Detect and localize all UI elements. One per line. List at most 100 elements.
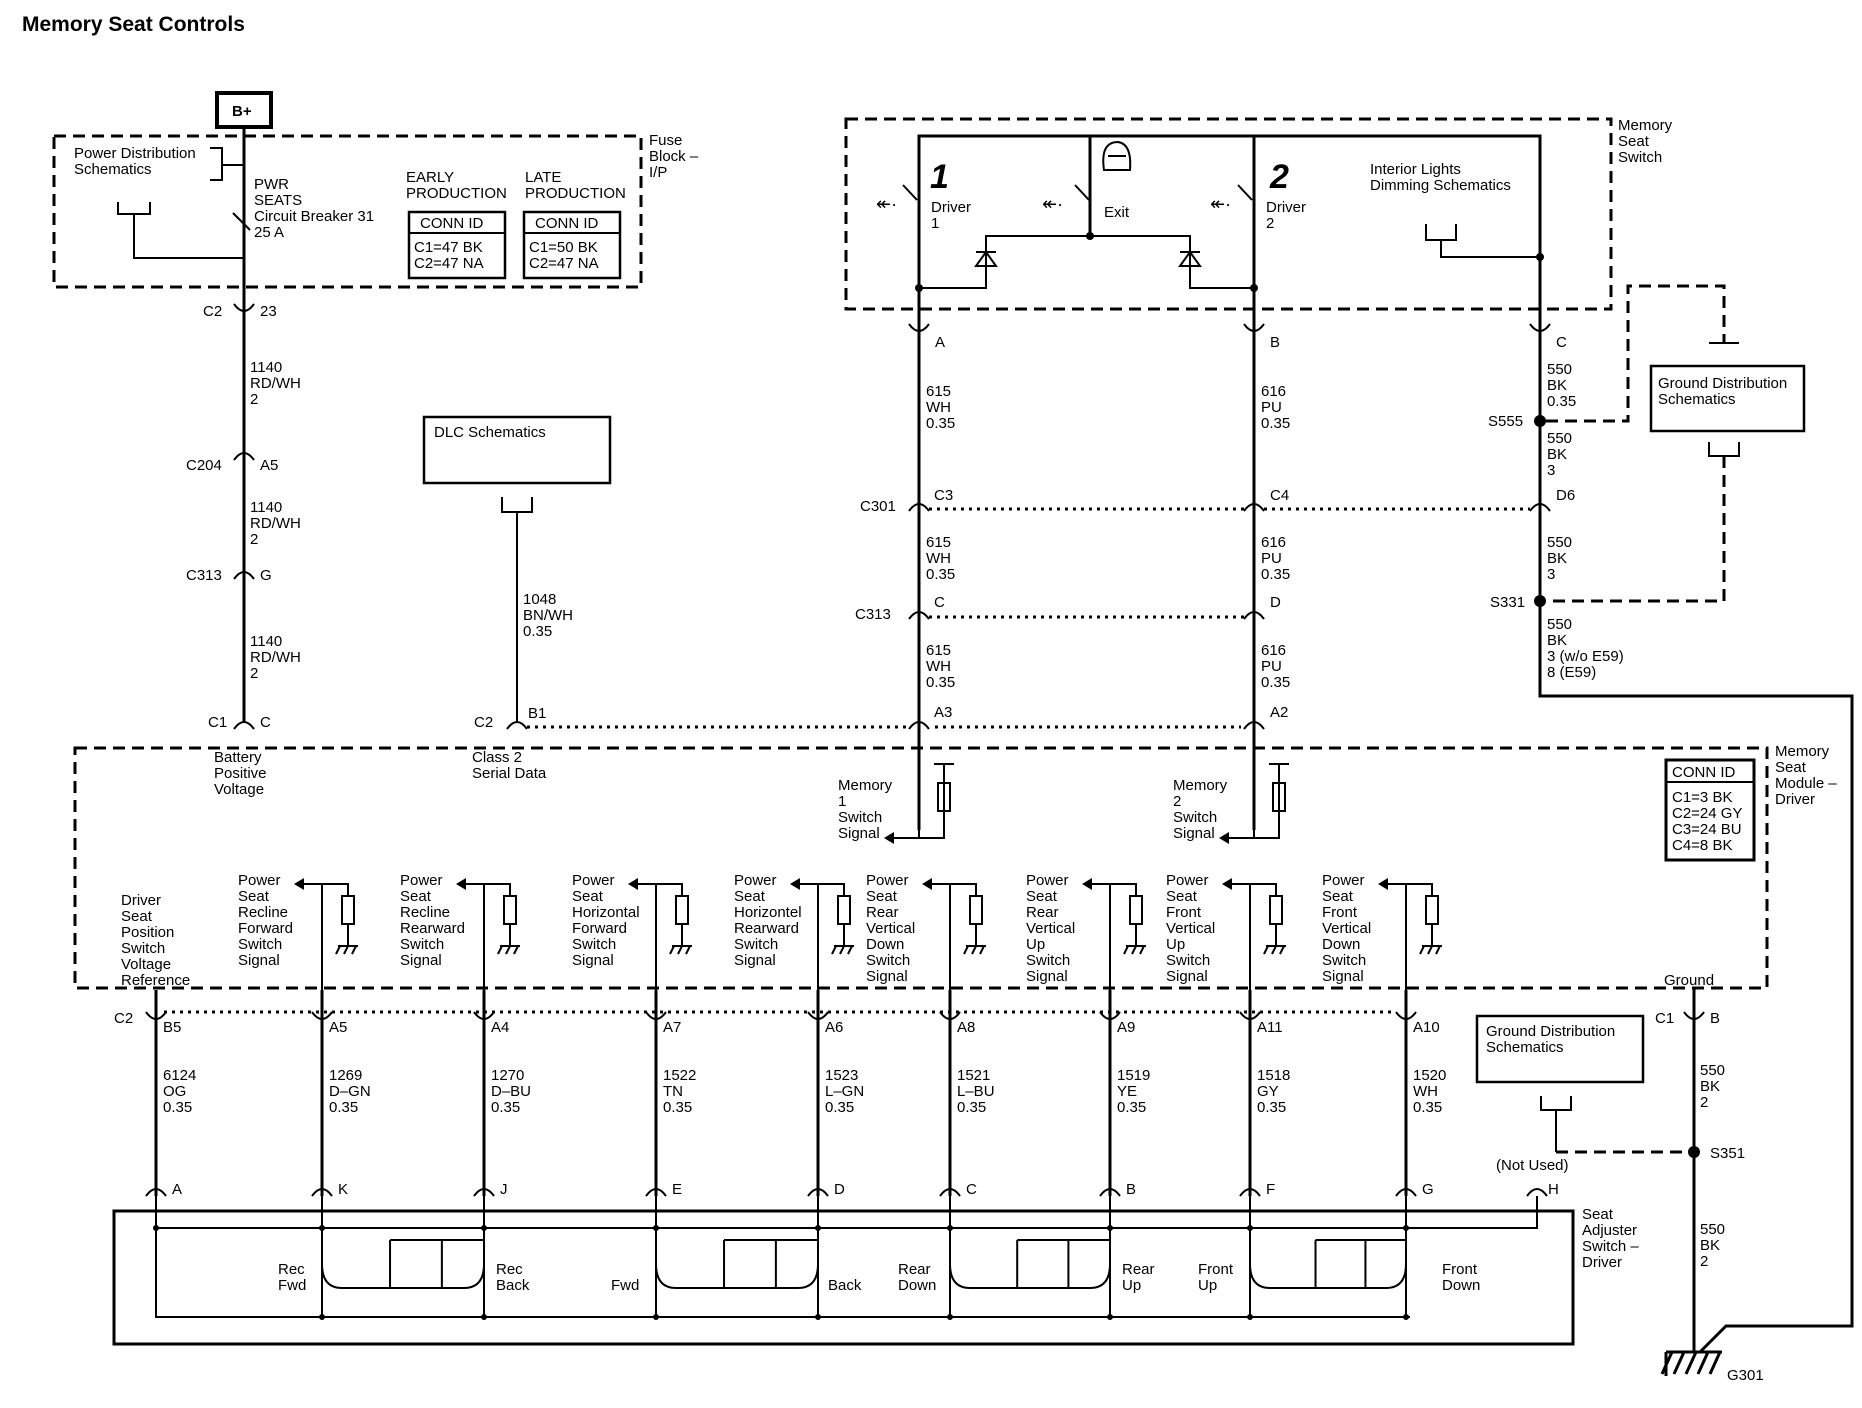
driver1-number: 1: [930, 158, 949, 196]
seat-pin-label: K: [338, 1181, 348, 1198]
resistor-icon: [503, 895, 517, 925]
svg-text:S555: S555: [1488, 413, 1523, 430]
seat-pin-label: A: [172, 1181, 182, 1198]
fuse-block-label: Fuse Block – I/P: [649, 132, 702, 181]
svg-text:CONN ID: CONN ID: [1672, 764, 1736, 781]
signal-feed: [800, 883, 819, 990]
late-conn-id-values: C1=50 BK C2=47 NA: [529, 239, 602, 272]
svg-text:550 BK 2: 550 BK 2: [1700, 1062, 1729, 1111]
seat-connector-pin: [807, 1188, 829, 1197]
svg-text:C4: C4: [1270, 487, 1289, 504]
driver1-label: Driver 1: [931, 199, 975, 232]
not-used-label: (Not Used): [1496, 1157, 1569, 1174]
battery-positive-voltage-label: Battery Positive Voltage: [214, 749, 271, 798]
ground-icon: [497, 924, 520, 955]
seat-pin-label: J: [500, 1181, 508, 1198]
memory2-label: Memory 2 Switch Signal: [1173, 777, 1231, 842]
connector-c1-c: [233, 721, 255, 730]
module-pin-label: A6: [825, 1019, 843, 1036]
svg-text:A: A: [935, 334, 945, 351]
seat-connector-pin: [473, 1188, 495, 1197]
signal-arrow-icon: [790, 878, 800, 890]
module-pin-a2: [1243, 721, 1265, 730]
module-pin-label: A9: [1117, 1019, 1135, 1036]
late-production-label: LATE PRODUCTION: [525, 169, 626, 202]
diode-1-icon: [974, 250, 998, 267]
g301-label: G301: [1727, 1367, 1764, 1384]
exit-label: Exit: [1104, 204, 1130, 221]
svg-text:C313: C313: [186, 567, 222, 584]
svg-text:S331: S331: [1490, 594, 1525, 611]
svg-text:S351: S351: [1710, 1145, 1745, 1162]
memory-switch-bus: [917, 134, 1542, 291]
signal-feed: [1388, 883, 1407, 990]
seat-connector-pin: [645, 1188, 667, 1197]
c301-c4: [1243, 503, 1265, 512]
dlc-schematics-box: [422, 415, 612, 485]
memory2-resistor-icon: [1272, 782, 1286, 812]
signal-arrow-icon: [1082, 878, 1092, 890]
rear-up-label: Rear Up: [1122, 1261, 1159, 1294]
seat-switch-contact-1: [321, 1196, 485, 1289]
connector-pin: [1239, 1011, 1261, 1020]
memory2-signal-wire: [1229, 729, 1255, 839]
svg-text:615 WH 0.35: 615 WH 0.35: [926, 642, 955, 691]
svg-text:B1: B1: [528, 705, 546, 722]
fuse-block-box: [52, 134, 643, 289]
module-pin-label: A5: [329, 1019, 347, 1036]
svg-text:550 BK 0.35: 550 BK 0.35: [1547, 361, 1576, 410]
resistor-icon: [1425, 895, 1439, 925]
signal-feed: [304, 883, 323, 990]
connector-pin: [145, 1011, 167, 1020]
seat-adjuster-label: Seat Adjuster Switch – Driver: [1582, 1206, 1643, 1271]
diode-bridge-wire: [919, 235, 1254, 289]
c313-d: [1243, 611, 1265, 620]
ground-g301-icon: [1660, 1350, 1722, 1376]
module-conn-id-values: C1=3 BK C2=24 GY C3=24 BU C4=8 BK: [1672, 789, 1746, 854]
wire-1140-b: 1140 RD/WH 2: [250, 499, 305, 548]
c313-c: [908, 611, 930, 620]
svg-text:C204: C204: [186, 457, 222, 474]
front-down-label: Front Down: [1442, 1261, 1481, 1294]
rec-back-label: Rec Back: [496, 1261, 530, 1294]
svg-text:C: C: [1556, 334, 1567, 351]
ground-icon: [1419, 924, 1442, 955]
svg-text:C: C: [934, 594, 945, 611]
exit-switch: [1074, 184, 1090, 201]
resistor-icon: [1269, 895, 1283, 925]
power-distribution-schematics-label: Power Distribution Schematics: [74, 145, 200, 178]
memory1-signal-wire: [894, 729, 920, 839]
resistor-icon: [1129, 895, 1143, 925]
memory1-label: Memory 1 Switch Signal: [838, 777, 896, 842]
svg-text:D6: D6: [1556, 487, 1575, 504]
signal-arrow-icon: [456, 878, 466, 890]
seat-pin-h: [1526, 1188, 1548, 1197]
ground-icon: [669, 924, 692, 955]
memory-seat-module-label: Memory Seat Module – Driver: [1775, 743, 1841, 808]
resistor-icon: [341, 895, 355, 925]
front-up-label: Front Up: [1198, 1261, 1237, 1294]
pd-ground-branch: [117, 202, 244, 259]
module-conn-id-box: [1664, 758, 1756, 862]
connector-pin: [645, 1011, 667, 1020]
driver1-switch-lamp-icon: ↞·: [876, 194, 897, 214]
ground-distribution-top-box: [1649, 364, 1806, 433]
exit-seat-icon: [1102, 140, 1132, 171]
svg-text:616 PU 0.35: 616 PU 0.35: [1261, 534, 1290, 583]
driver2-switch-lamp-icon: ↞·: [1210, 194, 1231, 214]
svg-text:G: G: [260, 567, 272, 584]
ground-distribution-top-label: Ground Distribution Schematics: [1658, 375, 1791, 408]
seat-pin-label: E: [672, 1181, 682, 1198]
power-distribution-bracket: [210, 147, 223, 181]
